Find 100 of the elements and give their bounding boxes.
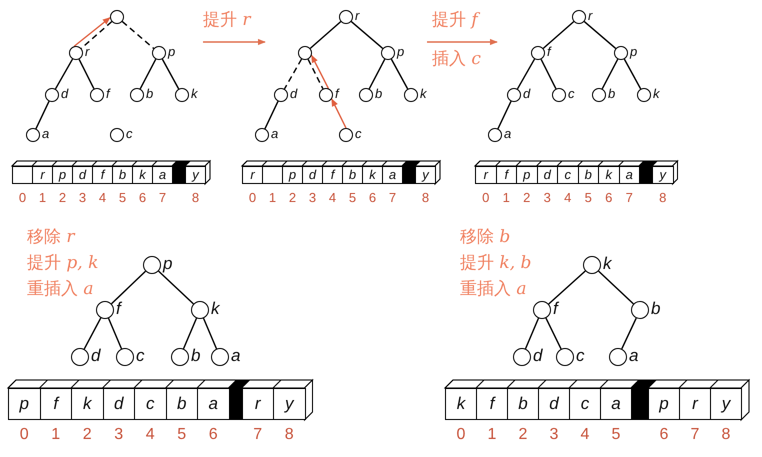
cell-letter: a <box>158 168 168 181</box>
index-number: 1 <box>486 427 498 443</box>
cell-letter: f <box>100 168 106 181</box>
tree-edge <box>202 318 218 349</box>
index-number: 4 <box>144 427 156 443</box>
cell-letter: d <box>542 168 552 181</box>
index-number: 5 <box>176 427 188 443</box>
tree-edge <box>162 58 180 90</box>
index-number: 5 <box>610 427 622 443</box>
node-letter: d <box>523 87 530 100</box>
index-number: 8 <box>420 191 430 204</box>
cell-letter: r <box>691 394 700 412</box>
node-letter: b <box>651 300 660 318</box>
tree-node <box>298 46 312 60</box>
index-number: 0 <box>18 427 30 443</box>
node-letter: a <box>271 127 278 140</box>
step-label: 提升 r <box>203 12 251 29</box>
cell-letter: a <box>610 394 622 412</box>
index-number: 5 <box>348 191 358 204</box>
index-number: 5 <box>118 191 128 204</box>
tree-edge <box>497 101 512 129</box>
index-number: 0 <box>18 191 28 204</box>
cell-letter: y <box>190 168 200 181</box>
index-number: 7 <box>158 191 168 204</box>
cell-letter: k <box>368 168 377 181</box>
tree-edge <box>598 270 634 304</box>
tree-edge <box>84 318 102 350</box>
tree-edge <box>621 318 637 350</box>
index-number: 8 <box>190 191 200 204</box>
index-number: 6 <box>208 427 219 443</box>
cell-letter: b <box>118 168 128 181</box>
dashed-tree-edge <box>308 58 324 90</box>
node-letter: p <box>630 45 638 58</box>
cell-letter: k <box>456 394 467 412</box>
node-letter: c <box>355 127 362 140</box>
tree-edge <box>584 21 616 49</box>
index-number: 7 <box>690 427 700 443</box>
node-letter: p <box>168 45 176 58</box>
tree-edge <box>368 58 386 90</box>
index-number: 2 <box>58 191 68 204</box>
tree-edge <box>54 58 74 90</box>
node-letter: r <box>588 9 592 22</box>
index-number: 2 <box>522 191 532 204</box>
index-number: 8 <box>720 427 732 443</box>
node-letter: b <box>608 87 616 100</box>
cell-letter: y <box>658 168 668 181</box>
cell-letter: k <box>82 394 93 412</box>
cell-letter: r <box>482 168 490 181</box>
tree-edge <box>350 21 384 49</box>
cell-letter: c <box>564 168 572 181</box>
cell-letter: p <box>522 168 532 181</box>
cell-letter: c <box>145 394 156 412</box>
tree-edge <box>545 318 562 350</box>
node-letter: f <box>116 300 121 318</box>
node-letter: r <box>85 45 90 58</box>
cell-letter: p <box>18 394 30 412</box>
cell-letter: r <box>254 394 262 412</box>
step-label: 移除 r <box>27 229 75 246</box>
cell-letter: k <box>138 168 147 181</box>
index-number: 1 <box>502 191 511 204</box>
tree-edge <box>524 318 540 349</box>
cell-letter: b <box>348 168 358 181</box>
index-number: 8 <box>284 427 295 443</box>
node-letter: k <box>653 87 660 100</box>
index-number: 2 <box>518 427 528 443</box>
index-number: 2 <box>82 427 93 443</box>
node-letter: k <box>211 300 220 318</box>
cell-letter: r <box>39 168 46 181</box>
index-number: 7 <box>252 427 264 443</box>
cell-letter: f <box>488 394 497 412</box>
cell-letter: k <box>604 168 614 181</box>
dashed-tree-edge <box>122 21 154 49</box>
index-number: 4 <box>328 191 338 204</box>
step-label: 提升 p, k <box>27 255 98 272</box>
index-number: 3 <box>542 191 552 204</box>
index-number: 7 <box>388 191 398 204</box>
cell-letter: y <box>420 168 430 181</box>
step-label: 提升 k, b <box>460 255 532 272</box>
index-number: 0 <box>248 191 258 204</box>
node-letter: f <box>106 87 110 100</box>
cell-letter: y <box>720 394 732 412</box>
node-letter: f <box>547 45 551 58</box>
node-letter: c <box>126 127 132 140</box>
cell-letter: f <box>330 168 336 181</box>
tree-edge <box>390 58 408 90</box>
tree-edge <box>548 270 586 304</box>
tree-edge <box>264 101 279 129</box>
index-number: 1 <box>50 427 62 443</box>
tree-edge <box>516 58 536 90</box>
cell-letter: b <box>517 394 529 412</box>
node-letter: b <box>191 347 200 364</box>
node-letter: b <box>146 87 154 100</box>
node-letter: d <box>61 87 68 100</box>
cell-letter: b <box>584 168 593 181</box>
step-label: 移除 b <box>460 229 510 246</box>
node-letter: f <box>553 300 558 318</box>
step-label: 提升 f <box>432 12 478 29</box>
index-number: 6 <box>368 191 378 204</box>
cell-letter: c <box>580 394 590 412</box>
cell-letter: a <box>624 168 634 181</box>
